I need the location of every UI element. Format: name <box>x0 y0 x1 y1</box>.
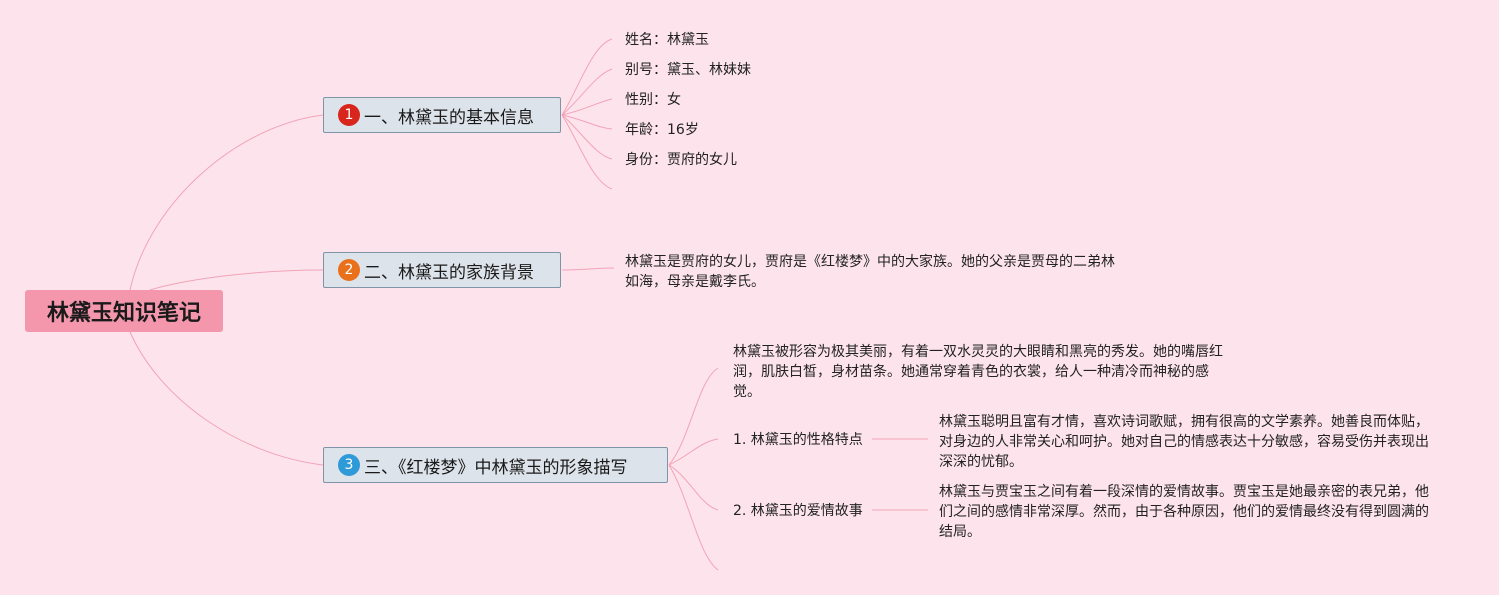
connector-b1-item-3 <box>561 98 613 116</box>
appearance-note[interactable]: 林黛玉被形容为极其美丽，有着一双水灵灵的大眼睛和黑亮的秀发。她的嘴唇红润，肌肤白… <box>733 344 1223 400</box>
branch-label: 一、林黛玉的基本信息 <box>364 107 534 128</box>
subtopic-love-story[interactable]: 2. 林黛玉的爱情故事 <box>733 503 863 519</box>
love-story-note[interactable]: 林黛玉与贾宝玉之间有着一段深情的爱情故事。贾宝玉是她最亲密的表兄弟，他们之间的感… <box>939 484 1429 540</box>
connector-b1-item-5 <box>561 114 613 160</box>
branch-label: 二、林黛玉的家族背景 <box>364 262 534 283</box>
connector-b1-item-6 <box>561 114 613 190</box>
priority-1-badge: 1 <box>338 104 360 126</box>
info-identity[interactable]: 身份：贾府的女儿 <box>625 152 737 168</box>
connector-b3-sub-1 <box>668 438 719 466</box>
connector-root-branch-2 <box>149 269 324 291</box>
branch-label: 三、《红楼梦》中林黛玉的形象描写 <box>364 457 628 478</box>
info-alias[interactable]: 别号：黛玉、林妹妹 <box>625 62 751 78</box>
connector-b1-item-1 <box>561 38 613 116</box>
connector-b3-text <box>668 367 719 466</box>
subtopic-personality[interactable]: 1. 林黛玉的性格特点 <box>733 432 863 448</box>
personality-note[interactable]: 林黛玉聪明且富有才情，喜欢诗词歌赋，拥有很高的文学素养。她善良而体贴，对身边的人… <box>939 414 1429 470</box>
connector-root-branch-1 <box>129 114 324 291</box>
info-gender[interactable]: 性别：女 <box>625 92 681 108</box>
family-background-note[interactable]: 林黛玉是贾府的女儿，贾府是《红楼梦》中的大家族。她的父亲是贾母的二弟林如海，母亲… <box>625 254 1115 290</box>
connector-b1-item-4 <box>561 114 613 130</box>
branch-image-description[interactable]: 3 三、《红楼梦》中林黛玉的形象描写 <box>323 447 668 483</box>
priority-2-badge: 2 <box>338 259 360 281</box>
branch-family-background[interactable]: 2 二、林黛玉的家族背景 <box>323 252 561 288</box>
info-name[interactable]: 姓名：林黛玉 <box>625 32 709 48</box>
central-topic[interactable]: 林黛玉知识笔记 <box>25 290 223 332</box>
connector-b3-end <box>668 464 719 571</box>
connector-b2-text <box>561 267 615 271</box>
branch-basic-info[interactable]: 1 一、林黛玉的基本信息 <box>323 97 561 133</box>
connector-b1-item-2 <box>561 68 613 116</box>
info-age[interactable]: 年龄：16岁 <box>625 122 699 138</box>
connector-b3-sub-2 <box>668 464 719 511</box>
connector-root-branch-3 <box>129 331 324 466</box>
priority-3-badge: 3 <box>338 454 360 476</box>
central-topic-label: 林黛玉知识笔记 <box>46 301 201 326</box>
